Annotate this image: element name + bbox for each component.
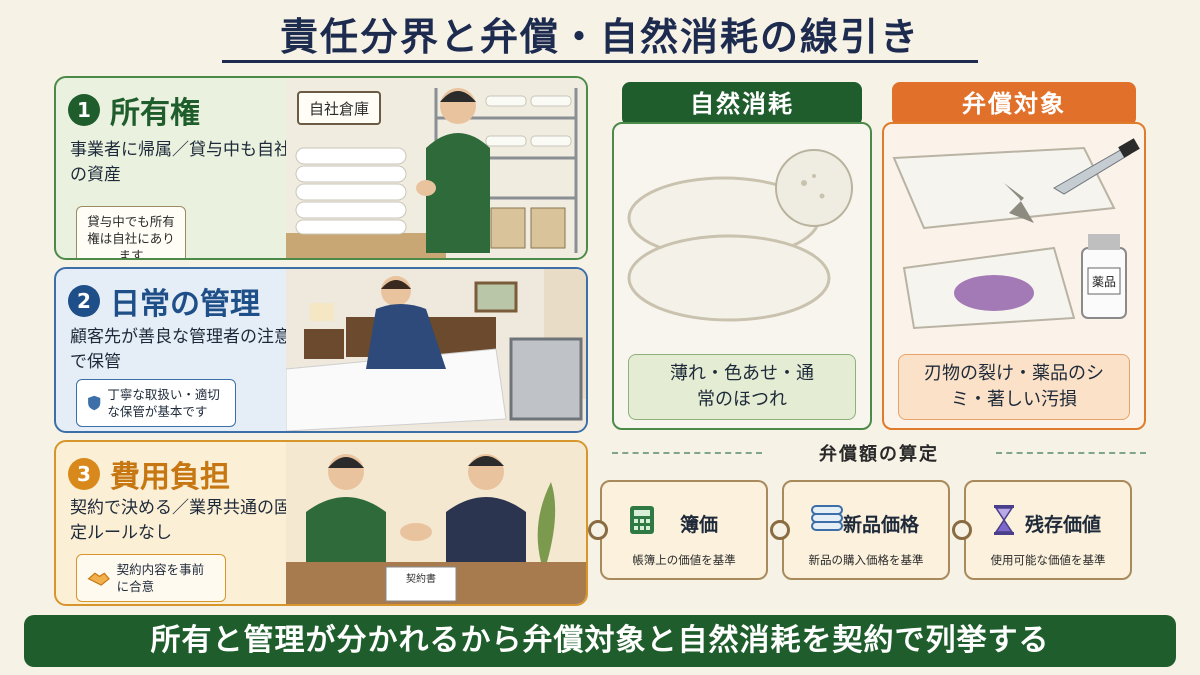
natural-wear-caption: 薄れ・色あせ・通常のほつれ bbox=[628, 354, 856, 420]
shield-icon bbox=[88, 395, 101, 411]
contract-handshake-illustration: 契約書 bbox=[286, 442, 586, 604]
panel-number: 3 bbox=[68, 458, 100, 490]
footer-banner: 所有と管理が分かれるから弁償対象と自然消耗を契約で列挙する bbox=[24, 615, 1176, 667]
agreement-note: 契約内容を事前に合意 bbox=[76, 554, 226, 602]
contract-document-label: 契約書 bbox=[406, 572, 436, 585]
tag-name: 残存価値 bbox=[1024, 514, 1101, 536]
panel-number: 2 bbox=[68, 285, 100, 317]
tag-book-value: 簿価 帳簿上の価値を基準 bbox=[588, 480, 768, 580]
chemical-bottle-label: 薬品 bbox=[1092, 275, 1116, 289]
panel-description: 顧客先が善良な管理者の注意で保管 bbox=[70, 327, 291, 372]
panel-title: 日常の管理 bbox=[110, 287, 260, 322]
worn-towel-illustration bbox=[627, 149, 853, 322]
hourglass-icon bbox=[994, 505, 1014, 535]
tag-name: 簿価 bbox=[679, 514, 718, 536]
tag-hole bbox=[588, 520, 608, 540]
natural-wear-header: 自然消耗 bbox=[622, 82, 862, 126]
panel-cost-burden: 3 費用負担 契約で決める／業界共通の固定ルールなし 契約内容を事前に合意 契約… bbox=[54, 440, 588, 606]
title-underline bbox=[222, 60, 978, 63]
tag-description: 新品の購入価格を基準 bbox=[808, 553, 924, 567]
calc-divider-left bbox=[612, 452, 762, 454]
panel-ownership: 1 所有権 事業者に帰属／貸与中も自社の資産 貸与中でも所有権は自社にあります … bbox=[54, 76, 588, 260]
tag-new-price: 新品価格 新品の購入価格を基準 bbox=[770, 480, 950, 580]
stack-icon bbox=[811, 505, 843, 531]
hotel-room-illustration bbox=[286, 269, 586, 431]
warehouse-sign: 自社倉庫 bbox=[309, 100, 369, 118]
compensation-header: 弁償対象 bbox=[892, 82, 1136, 126]
tag-hole bbox=[952, 520, 972, 540]
tag-residual-value: 残存価値 使用可能な価値を基準 bbox=[952, 480, 1132, 580]
tag-description: 使用可能な価値を基準 bbox=[990, 553, 1106, 567]
calculator-icon bbox=[630, 506, 654, 534]
warehouse-illustration: 自社倉庫 bbox=[286, 78, 586, 258]
clipboard-note: 貸与中でも所有権は自社にあります bbox=[76, 206, 186, 258]
calc-divider-right bbox=[996, 452, 1146, 454]
tag-hole bbox=[770, 520, 790, 540]
compensation-panel: 薬品 刃物の裂け・薬品のシミ・著しい汚損 bbox=[882, 122, 1146, 430]
shield-note: 丁寧な取扱い・適切な保管が基本です bbox=[76, 379, 236, 427]
panel-number: 1 bbox=[68, 94, 100, 126]
handshake-icon bbox=[87, 572, 110, 586]
calc-title: 弁償額の算定 bbox=[819, 444, 939, 465]
panel-title: 費用負担 bbox=[110, 460, 230, 495]
panel-daily-management: 2 日常の管理 顧客先が善良な管理者の注意で保管 丁寧な取扱い・適切な保管が基本… bbox=[54, 267, 588, 433]
tag-description: 帳簿上の価値を基準 bbox=[632, 553, 736, 567]
damaged-towel-illustration: 薬品 bbox=[892, 138, 1140, 330]
compensation-caption: 刃物の裂け・薬品のシミ・著しい汚損 bbox=[898, 354, 1130, 420]
page-title: 責任分界と弁償・自然消耗の線引き bbox=[279, 15, 920, 59]
natural-wear-panel: 薄れ・色あせ・通常のほつれ bbox=[612, 122, 872, 430]
tag-name: 新品価格 bbox=[842, 514, 919, 536]
panel-description: 事業者に帰属／貸与中も自社の資産 bbox=[70, 140, 291, 185]
panel-description: 契約で決める／業界共通の固定ルールなし bbox=[70, 498, 291, 543]
panel-title: 所有権 bbox=[110, 96, 200, 131]
